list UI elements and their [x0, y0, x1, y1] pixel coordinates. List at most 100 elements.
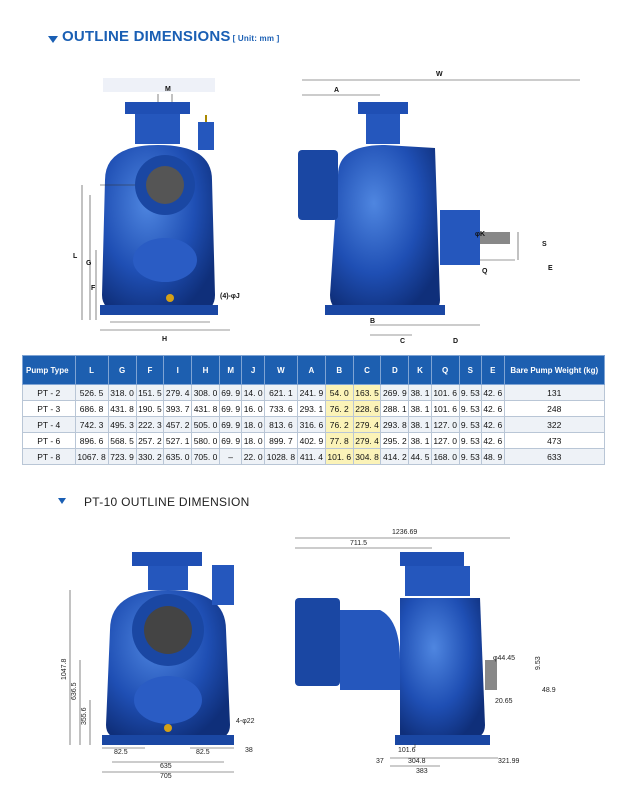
- dim-W: W: [436, 71, 443, 78]
- table-cell: 473: [503, 432, 605, 449]
- dim-711: 711.5: [350, 540, 367, 547]
- table-cell: 42. 6: [481, 384, 505, 401]
- table-cell: 304. 8: [352, 448, 382, 465]
- table-cell: 14. 0: [241, 384, 265, 401]
- dim-101: 101.6: [398, 747, 416, 754]
- dim-82-left: 82.5: [114, 749, 128, 756]
- dim-705: 705: [160, 773, 172, 780]
- table-cell: 9. 53: [458, 384, 483, 401]
- table-cell: 279. 4: [163, 384, 193, 401]
- table-cell: 127. 0: [430, 416, 460, 433]
- table-cell: 76. 2: [324, 400, 354, 417]
- table-cell: 705. 0: [191, 448, 220, 465]
- table-cell: 1028. 8: [263, 448, 299, 465]
- dim-82-right: 82.5: [196, 749, 210, 756]
- table-cell: 163. 5: [352, 384, 382, 401]
- column-header: Bare Pump Weight (kg): [503, 355, 605, 385]
- table-cell: 76. 2: [324, 416, 354, 433]
- section-arrow-icon: [48, 36, 58, 43]
- table-cell: 723. 9: [107, 448, 137, 465]
- column-header: H: [191, 355, 220, 385]
- column-header: A: [297, 355, 326, 385]
- dim-K: φK: [475, 231, 485, 238]
- table-cell: 288. 1: [380, 400, 410, 417]
- table-cell: 293. 8: [380, 416, 410, 433]
- section-title: OUTLINE DIMENSIONS[ Unit: mm ]: [62, 28, 279, 45]
- table-cell: 279. 4: [352, 432, 382, 449]
- table-cell: 241. 9: [297, 384, 326, 401]
- dim-38: 38: [245, 747, 253, 754]
- table-cell: 77. 8: [324, 432, 354, 449]
- section-title-text: OUTLINE DIMENSIONS: [62, 28, 231, 45]
- table-cell: 131: [503, 384, 605, 401]
- dim-D: D: [453, 338, 458, 345]
- table-cell: 308. 0: [191, 384, 220, 401]
- dim-C: C: [400, 338, 405, 345]
- dim-E: E: [548, 265, 553, 272]
- table-cell: –: [218, 448, 243, 465]
- table-cell: 527. 1: [163, 432, 193, 449]
- table-cell: 495. 3: [107, 416, 137, 433]
- table-cell: 9. 53: [458, 432, 483, 449]
- table-cell: 69. 9: [218, 432, 243, 449]
- table-cell: 293. 1: [297, 400, 326, 417]
- section2-title: PT-10 OUTLINE DIMENSION: [84, 495, 250, 509]
- table-cell: 526. 5: [74, 384, 109, 401]
- table-cell: PT - 8: [22, 448, 76, 465]
- table-cell: 411. 4: [297, 448, 326, 465]
- dim-635: 635: [160, 763, 172, 770]
- table-cell: 9. 53: [458, 448, 483, 465]
- table-cell: 38. 1: [408, 416, 432, 433]
- column-header: Q: [430, 355, 460, 385]
- table-cell: 127. 0: [430, 432, 460, 449]
- dim-S: S: [542, 241, 547, 248]
- dim-37: 37: [376, 758, 384, 765]
- table-cell: 431. 8: [107, 400, 137, 417]
- table-cell: 896. 6: [74, 432, 109, 449]
- table-cell: 228. 6: [352, 400, 382, 417]
- table-cell: 101. 6: [324, 448, 354, 465]
- column-header: L: [74, 355, 109, 385]
- table-cell: 257. 2: [135, 432, 165, 449]
- table-cell: 69. 9: [218, 384, 243, 401]
- table-cell: 1067. 8: [74, 448, 109, 465]
- table-cell: 38. 1: [408, 384, 432, 401]
- pt10-front-view: [102, 552, 234, 745]
- dim-Q: Q: [482, 268, 488, 275]
- column-header: F: [135, 355, 165, 385]
- table-cell: 38. 1: [408, 400, 432, 417]
- column-header: E: [481, 355, 505, 385]
- table-cell: 69. 9: [218, 400, 243, 417]
- table-cell: 42. 6: [481, 400, 505, 417]
- table-cell: 621. 1: [263, 384, 299, 401]
- dim-A: A: [334, 87, 339, 94]
- table-cell: 54. 0: [324, 384, 354, 401]
- column-header: M: [218, 355, 243, 385]
- table-cell: 42. 6: [481, 416, 505, 433]
- section2-arrow-icon: [58, 498, 66, 504]
- front-view: [100, 102, 218, 315]
- table-cell: 222. 3: [135, 416, 165, 433]
- dim-489: 48.9: [542, 687, 556, 694]
- column-header: G: [107, 355, 137, 385]
- table-cell: 18. 0: [241, 416, 265, 433]
- column-header: B: [324, 355, 354, 385]
- dim-2065: 20.65: [495, 698, 513, 705]
- column-header: C: [352, 355, 382, 385]
- dim-321: 321.99: [498, 758, 520, 765]
- side-view: [298, 102, 510, 315]
- table-cell: 18. 0: [241, 432, 265, 449]
- pump-drawing-top: M L G F H (4)-φJ W A φK S E Q B C D: [73, 71, 580, 345]
- pump-drawing-bottom: 1047.8 636.5 355.6 82.5 82.5 38 4-φ22 63…: [61, 529, 556, 780]
- table-cell: PT - 6: [22, 432, 76, 449]
- column-header: S: [458, 355, 483, 385]
- table-cell: 16. 0: [241, 400, 265, 417]
- table-cell: 42. 6: [481, 432, 505, 449]
